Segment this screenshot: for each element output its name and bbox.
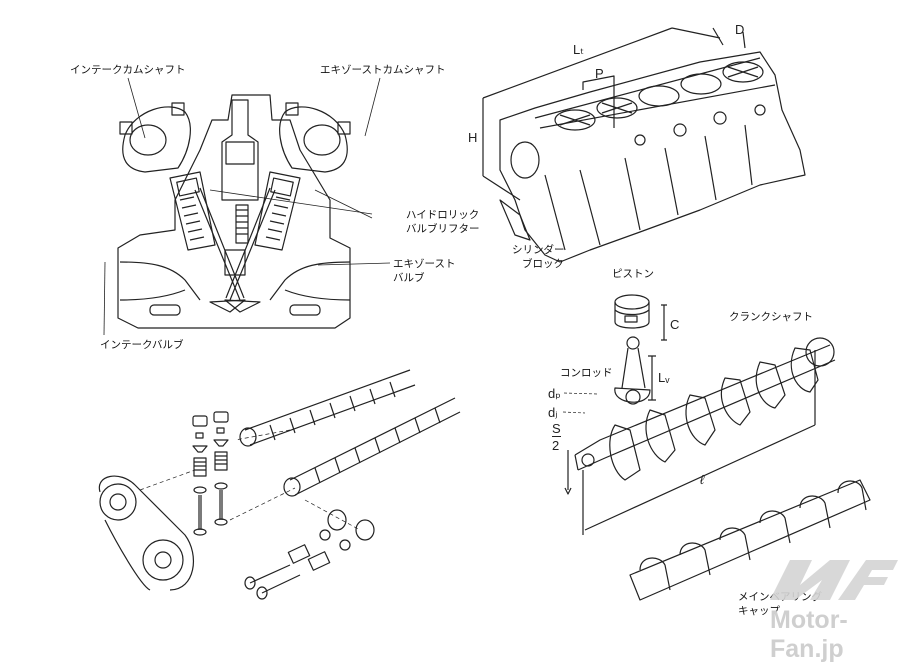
label-cylinder-block-line2: ブロック bbox=[522, 258, 564, 270]
dim-pitch: P bbox=[595, 66, 604, 81]
dim-journal-diameter: dⱼ bbox=[548, 405, 558, 420]
label-exhaust-camshaft: エキゾーストカムシャフト bbox=[320, 64, 446, 76]
watermark-text: Motor-Fan.jp bbox=[770, 606, 848, 663]
conrod-drawing bbox=[614, 336, 656, 405]
logo-mark-part bbox=[770, 560, 850, 600]
dim-crank-length: ℓ bbox=[700, 472, 705, 487]
dim-height: H bbox=[468, 130, 478, 145]
label-piston: ピストン bbox=[612, 268, 654, 280]
motor-fan-logo bbox=[770, 560, 898, 600]
dim-block-length: Lₜ bbox=[573, 42, 585, 57]
crankshaft-drawing bbox=[562, 337, 836, 535]
dim-pin-diameter: dₚ bbox=[548, 386, 561, 401]
cylinder-block bbox=[482, 27, 806, 263]
leader-lines-head bbox=[103, 77, 391, 336]
label-hydraulic-lifter-line1: ハイドロリック bbox=[406, 209, 480, 221]
piston-drawing bbox=[614, 294, 667, 341]
label-cylinder-block-line1: シリンダー bbox=[512, 244, 565, 256]
label-exhaust-valve-line1: エキゾースト bbox=[393, 258, 456, 270]
logo-mark-part bbox=[838, 560, 898, 600]
dim-stroke-half-denominator: 2 bbox=[552, 438, 560, 453]
label-intake-camshaft: インテークカムシャフト bbox=[70, 64, 186, 76]
engine-illustration bbox=[98, 27, 871, 601]
dim-compression-height: C bbox=[670, 317, 680, 332]
dim-conrod-length: Lᵥ bbox=[658, 370, 670, 385]
label-crankshaft: クランクシャフト bbox=[729, 311, 813, 323]
dim-bore: D bbox=[735, 22, 745, 37]
label-intake-valve: インテークバルブ bbox=[100, 339, 184, 351]
valvetrain-exploded-drawing bbox=[98, 369, 461, 600]
label-main-bearing-cap-line2: キャップ bbox=[738, 605, 780, 617]
main-bearing-caps-drawing bbox=[629, 479, 871, 601]
label-hydraulic-lifter-line2: バルブリフター bbox=[406, 223, 480, 235]
cylinder-head-section bbox=[117, 94, 351, 329]
label-conrod: コンロッド bbox=[560, 367, 613, 379]
label-exhaust-valve-line2: バルブ bbox=[393, 272, 425, 284]
dim-stroke-half-numerator: S bbox=[552, 421, 561, 437]
